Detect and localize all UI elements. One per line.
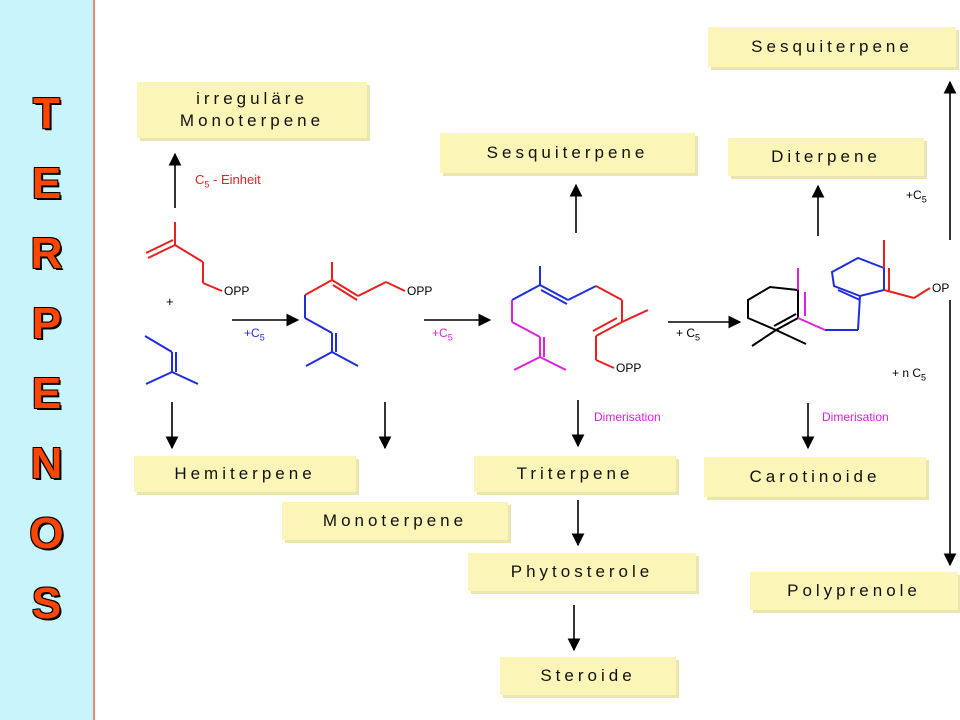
label-add-c5-black: + C5 (676, 326, 701, 343)
title-letter: E (31, 159, 62, 208)
box-carotinoide: Carotinoide (704, 457, 926, 497)
label-opp-fpp: OPP (616, 361, 642, 375)
box-monoterpene: Monoterpene (282, 502, 508, 540)
title-letter: S (31, 579, 62, 628)
label-dimerisation-1: Dimerisation (594, 410, 661, 424)
fpp-molecule (511, 266, 649, 371)
label-add-c5-top: +C5 (906, 188, 927, 205)
box-steroide: Steroide (500, 657, 676, 695)
label-op-diterpene: OP (932, 281, 950, 295)
box-irregular-line1: irreguläre (196, 89, 308, 108)
box-triterpene: Triterpene (474, 456, 676, 492)
title-letter: N (30, 439, 63, 488)
title-letter: R (30, 229, 63, 278)
diterpene-structure (747, 240, 931, 347)
label-add-n-c5: + n C5 (892, 366, 927, 383)
box-hemiterpene: Hemiterpene (134, 456, 356, 492)
sidebar: T E R P E N O S (0, 0, 95, 720)
label-c5-einheit: C5 - Einheit (195, 172, 261, 190)
box-irregular-line2: Monoterpene (179, 111, 325, 130)
title-letter: T (33, 89, 60, 138)
label-opp-ipp: OPP (224, 284, 250, 298)
box-sesquiterpene: Sesquiterpene (440, 133, 695, 173)
box-polyprenole: Polyprenole (750, 572, 958, 610)
title-letter: P (31, 299, 62, 348)
label-dimerisation-2: Dimerisation (822, 410, 889, 424)
title-letter: E (31, 369, 62, 418)
ipp-molecule (145, 222, 223, 292)
label-opp-gpp: OPP (407, 284, 433, 298)
box-phytosterole: Phytosterole (468, 553, 696, 591)
label-add-c5-magenta: +C5 (432, 326, 453, 343)
dmapp-molecule (144, 335, 199, 385)
label-plus: + (166, 294, 174, 309)
box-sesquiterpene-top: Sesquiterpene (708, 27, 956, 67)
box-irregular-monoterpene: irreguläre Monoterpene (137, 82, 367, 138)
label-add-c5-blue: +C5 (244, 326, 265, 343)
reaction-arrows (165, 80, 957, 652)
box-diterpene: Diterpene (728, 138, 924, 176)
title-letter: O (29, 509, 64, 558)
gpp-molecule (304, 262, 406, 367)
